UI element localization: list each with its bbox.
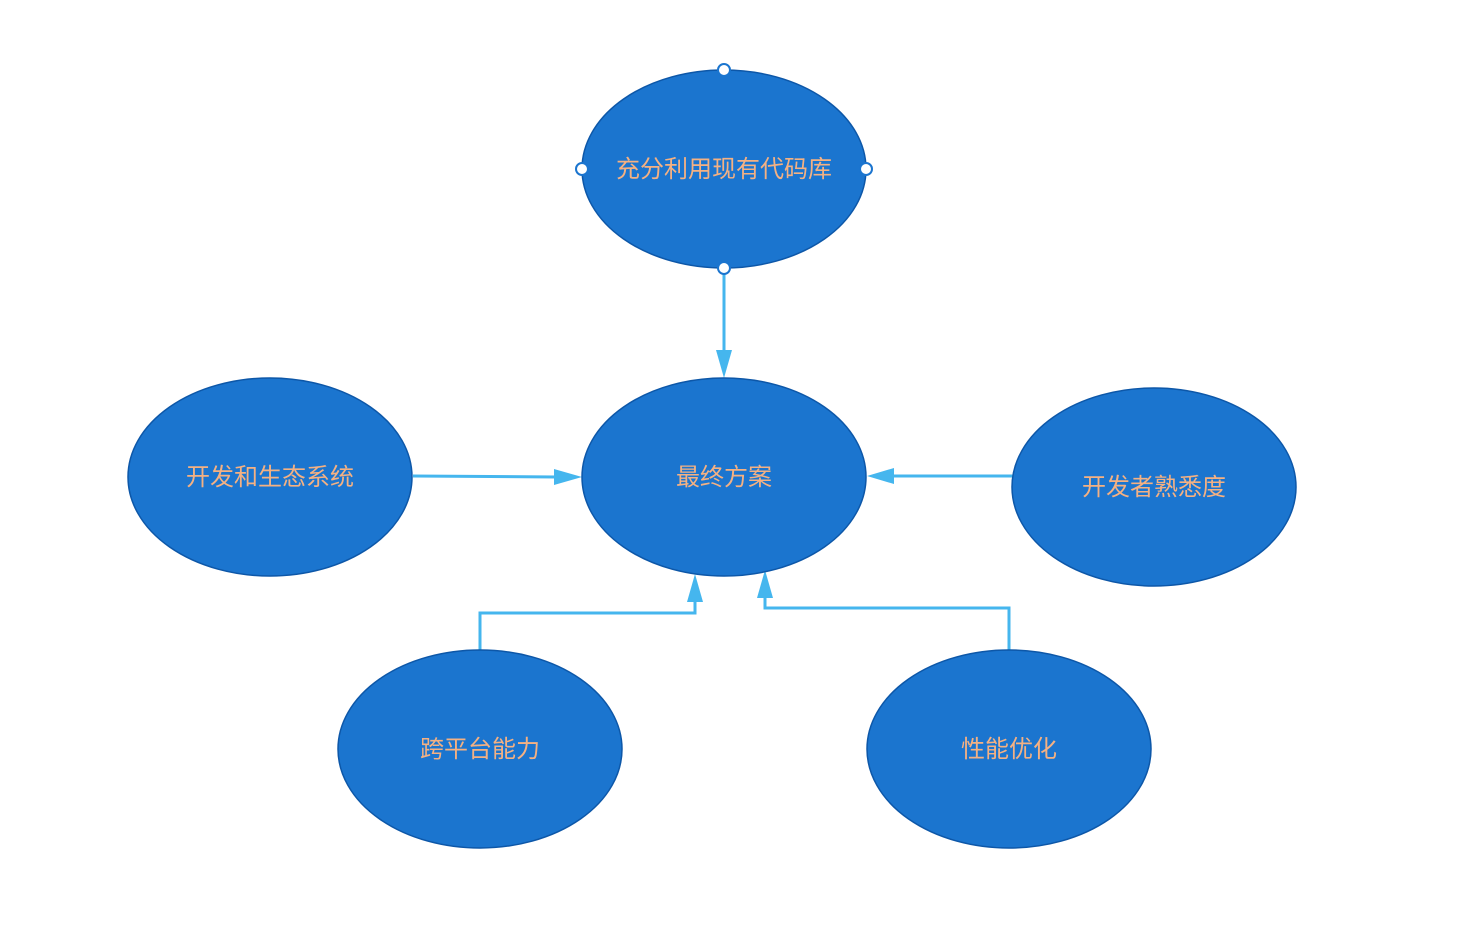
node-shape [866,649,1152,849]
node-label: 开发者熟悉度 [1082,473,1226,501]
edge-code-reuse-to-final[interactable] [716,270,732,378]
node-label: 性能优化 [961,735,1057,763]
node-shape [1011,387,1297,587]
edge-cross-platform-to-final[interactable] [478,574,703,650]
node-final[interactable]: 最终方案 [581,377,867,577]
arrowhead [757,570,773,598]
arrowhead [554,469,582,485]
selection-handles [575,63,873,275]
node-label: 最终方案 [676,463,772,491]
arrowhead [867,468,894,484]
node-shape [337,649,623,849]
edge-familiarity-to-final[interactable] [867,468,1013,484]
node-cross-platform[interactable]: 跨平台能力 [337,649,623,849]
node-label: 开发和生态系统 [186,463,354,491]
node-label: 跨平台能力 [420,735,540,763]
arrowhead [716,350,732,378]
edge-ecosystem-to-final[interactable] [412,469,582,485]
resize-handle-left[interactable] [575,162,589,176]
node-familiarity[interactable]: 开发者熟悉度 [1011,387,1297,587]
edge-performance-to-final[interactable] [757,570,1011,650]
resize-handle-top[interactable] [717,63,731,77]
resize-handle-right[interactable] [859,162,873,176]
arrowhead [687,574,703,602]
node-performance[interactable]: 性能优化 [866,649,1152,849]
resize-handle-bottom[interactable] [717,261,731,275]
node-label: 充分利用现有代码库 [616,155,832,183]
node-code-reuse[interactable]: 充分利用现有代码库 [581,69,867,269]
edges [412,270,1013,650]
node-shape [127,377,413,577]
node-shape [581,377,867,577]
node-ecosystem[interactable]: 开发和生态系统 [127,377,413,577]
